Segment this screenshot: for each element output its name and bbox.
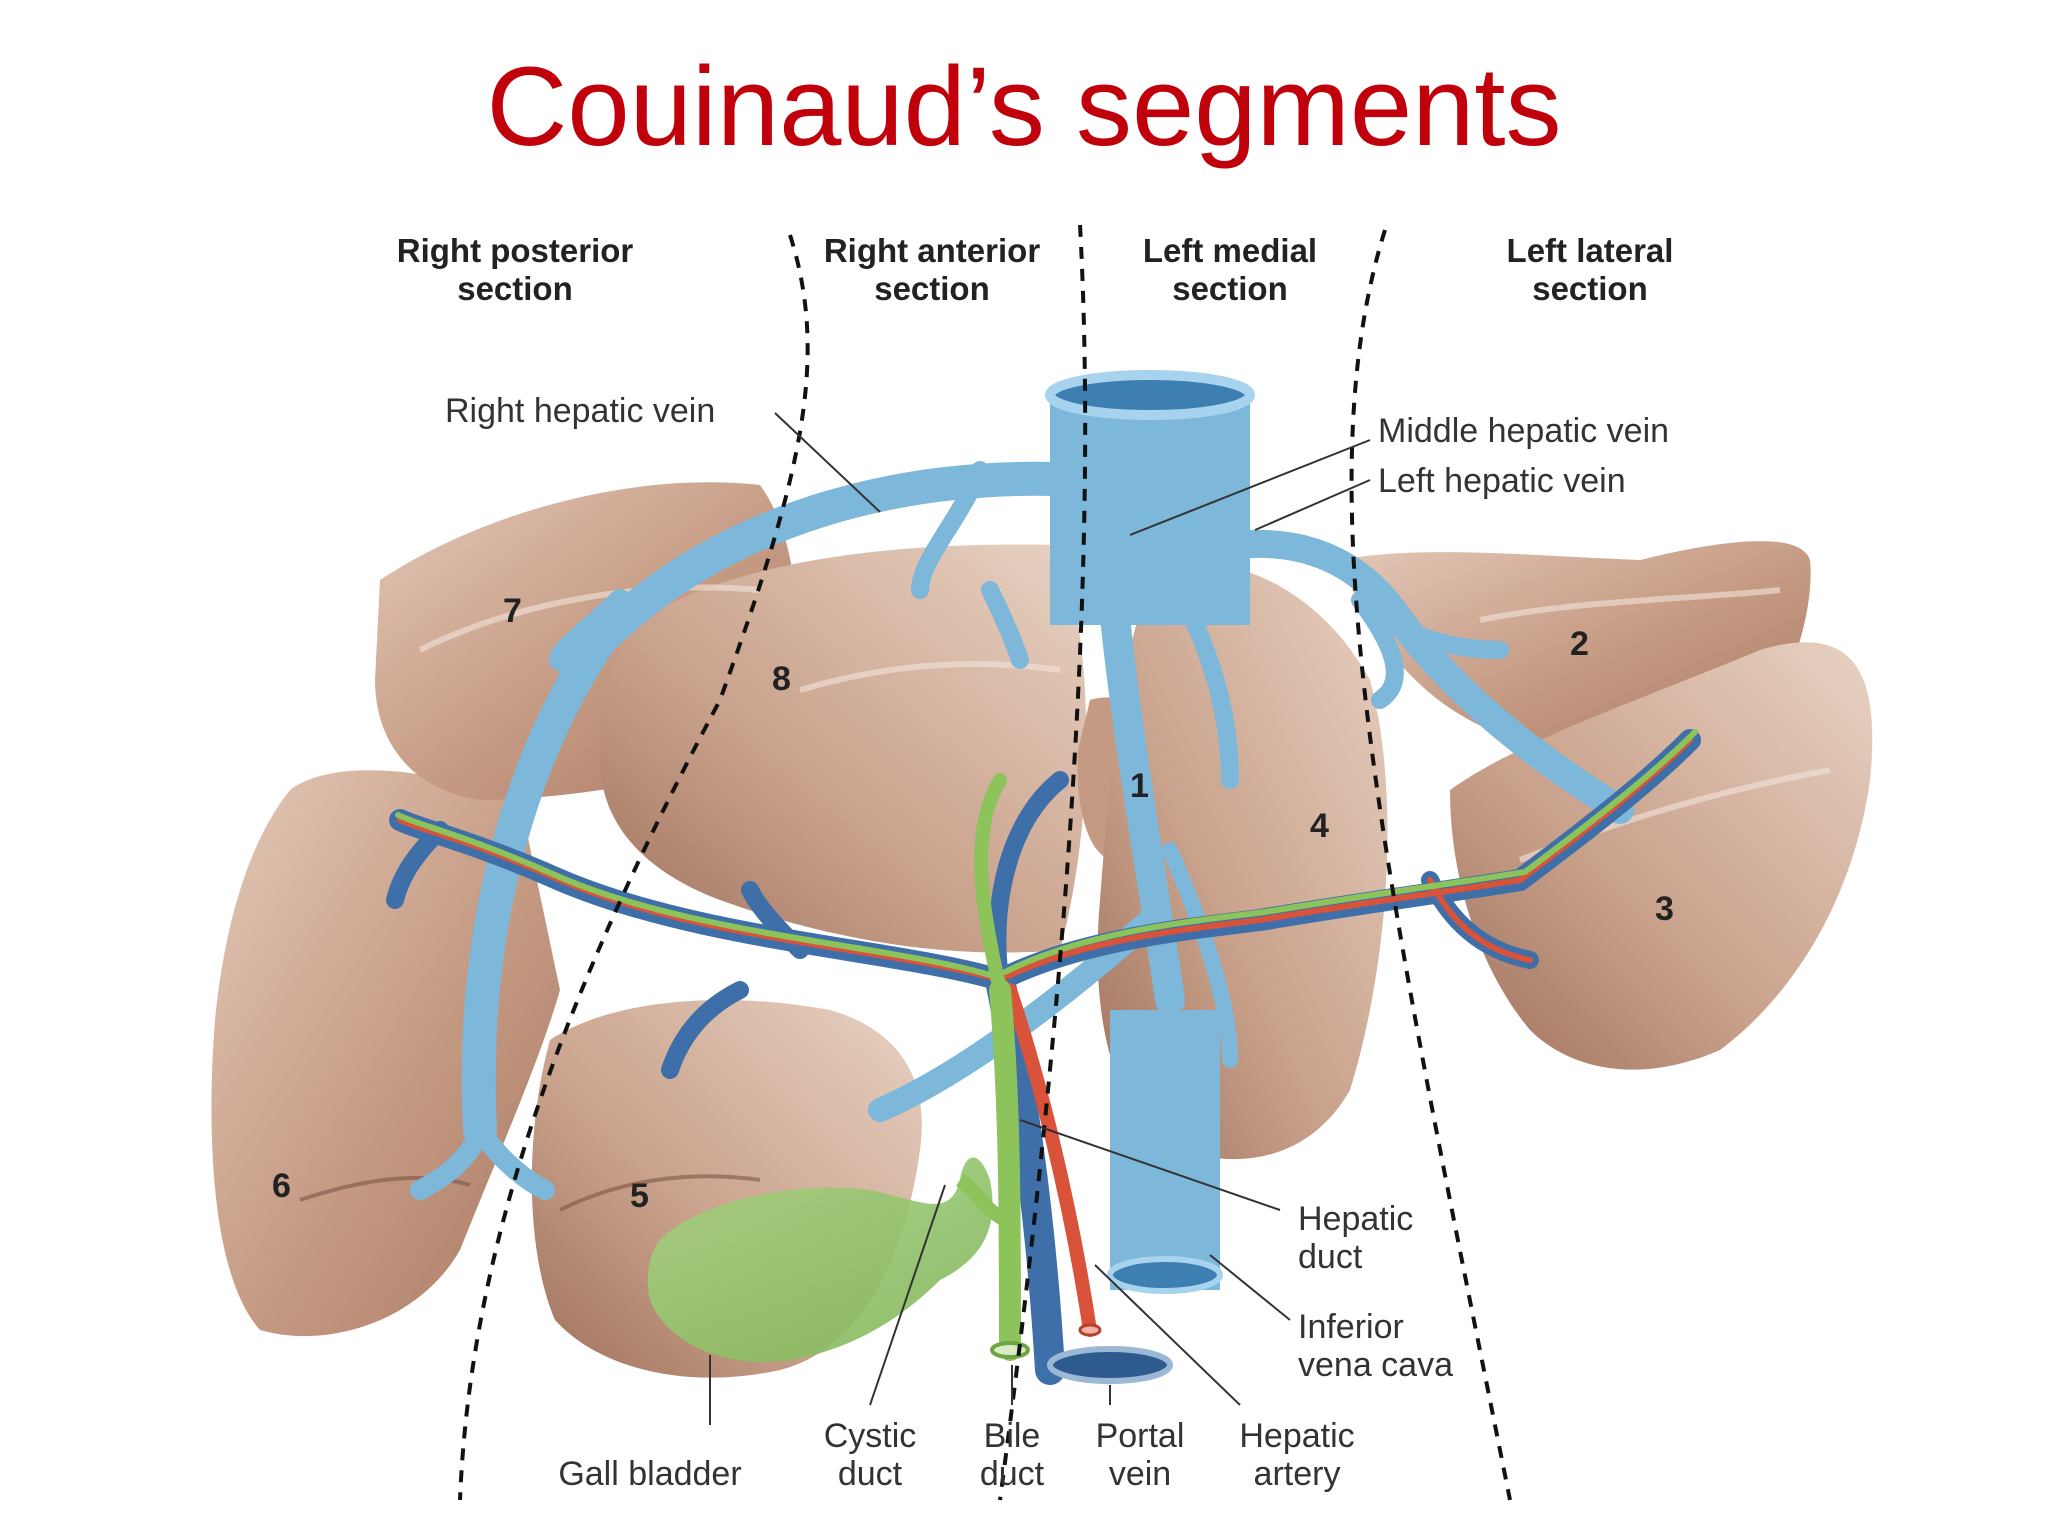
heading-left-medial-1: Left medial bbox=[1143, 232, 1317, 269]
segment-3-lobe bbox=[1450, 642, 1873, 1070]
segment-2-number: 2 bbox=[1570, 625, 1589, 663]
segment-8-lobe bbox=[600, 544, 1087, 953]
label-hepatic-artery-1: Hepatic bbox=[1239, 1417, 1354, 1455]
label-hepatic-duct-2: duct bbox=[1298, 1238, 1363, 1276]
label-ivc-1: Inferior bbox=[1298, 1308, 1404, 1346]
label-left-hepatic-vein: Left hepatic vein bbox=[1378, 462, 1626, 500]
label-hepatic-duct-1: Hepatic bbox=[1298, 1200, 1413, 1238]
heading-right-anterior-2: section bbox=[874, 270, 990, 307]
segment-numbers: 7 8 1 4 2 3 6 5 bbox=[272, 592, 1674, 1215]
label-bile-duct-2: duct bbox=[980, 1455, 1045, 1493]
label-ivc-2: vena cava bbox=[1298, 1346, 1453, 1384]
gall-bladder bbox=[647, 1157, 993, 1362]
right-hepatic-vein bbox=[461, 461, 1097, 1147]
label-portal-vein-1: Portal bbox=[1096, 1417, 1185, 1455]
segment-6-number: 6 bbox=[272, 1167, 291, 1205]
cystic-duct bbox=[955, 1174, 1009, 1227]
leader-lines bbox=[709, 412, 1371, 1425]
segment-6-lobe bbox=[211, 770, 560, 1337]
label-portal-vein-2: vein bbox=[1109, 1455, 1171, 1493]
heading-right-posterior-2: section bbox=[457, 270, 573, 307]
segment-4-number: 4 bbox=[1310, 807, 1329, 845]
segment-3-number: 3 bbox=[1655, 890, 1674, 928]
heading-left-lateral-2: section bbox=[1532, 270, 1648, 307]
slide-title: Couinaud’s segments bbox=[486, 44, 1562, 169]
label-middle-hepatic-vein: Middle hepatic vein bbox=[1378, 412, 1669, 450]
label-gall-bladder: Gall bladder bbox=[558, 1455, 741, 1493]
segment-8-number: 8 bbox=[772, 660, 791, 698]
portal-triad bbox=[386, 729, 1701, 1385]
gall-bladder-group bbox=[647, 1157, 1009, 1362]
label-cystic-duct-2: duct bbox=[838, 1455, 903, 1493]
segment-boundaries bbox=[458, 224, 1512, 1501]
label-bile-duct-1: Bile bbox=[984, 1417, 1041, 1455]
heading-left-medial-2: section bbox=[1172, 270, 1288, 307]
heading-right-anterior-1: Right anterior bbox=[824, 232, 1040, 269]
segment-5-number: 5 bbox=[630, 1177, 649, 1215]
segment-7-number: 7 bbox=[503, 592, 522, 630]
label-hepatic-artery-2: artery bbox=[1254, 1455, 1341, 1493]
heading-right-posterior-1: Right posterior bbox=[397, 232, 634, 269]
segment-1-number: 1 bbox=[1130, 767, 1149, 805]
label-right-hepatic-vein: Right hepatic vein bbox=[445, 392, 715, 430]
heading-left-lateral-1: Left lateral bbox=[1507, 232, 1674, 269]
structure-labels: Right hepatic vein Middle hepatic vein L… bbox=[445, 392, 1669, 1493]
section-headings: Right posterior section Right anterior s… bbox=[397, 232, 1674, 307]
label-cystic-duct-1: Cystic bbox=[824, 1417, 917, 1455]
